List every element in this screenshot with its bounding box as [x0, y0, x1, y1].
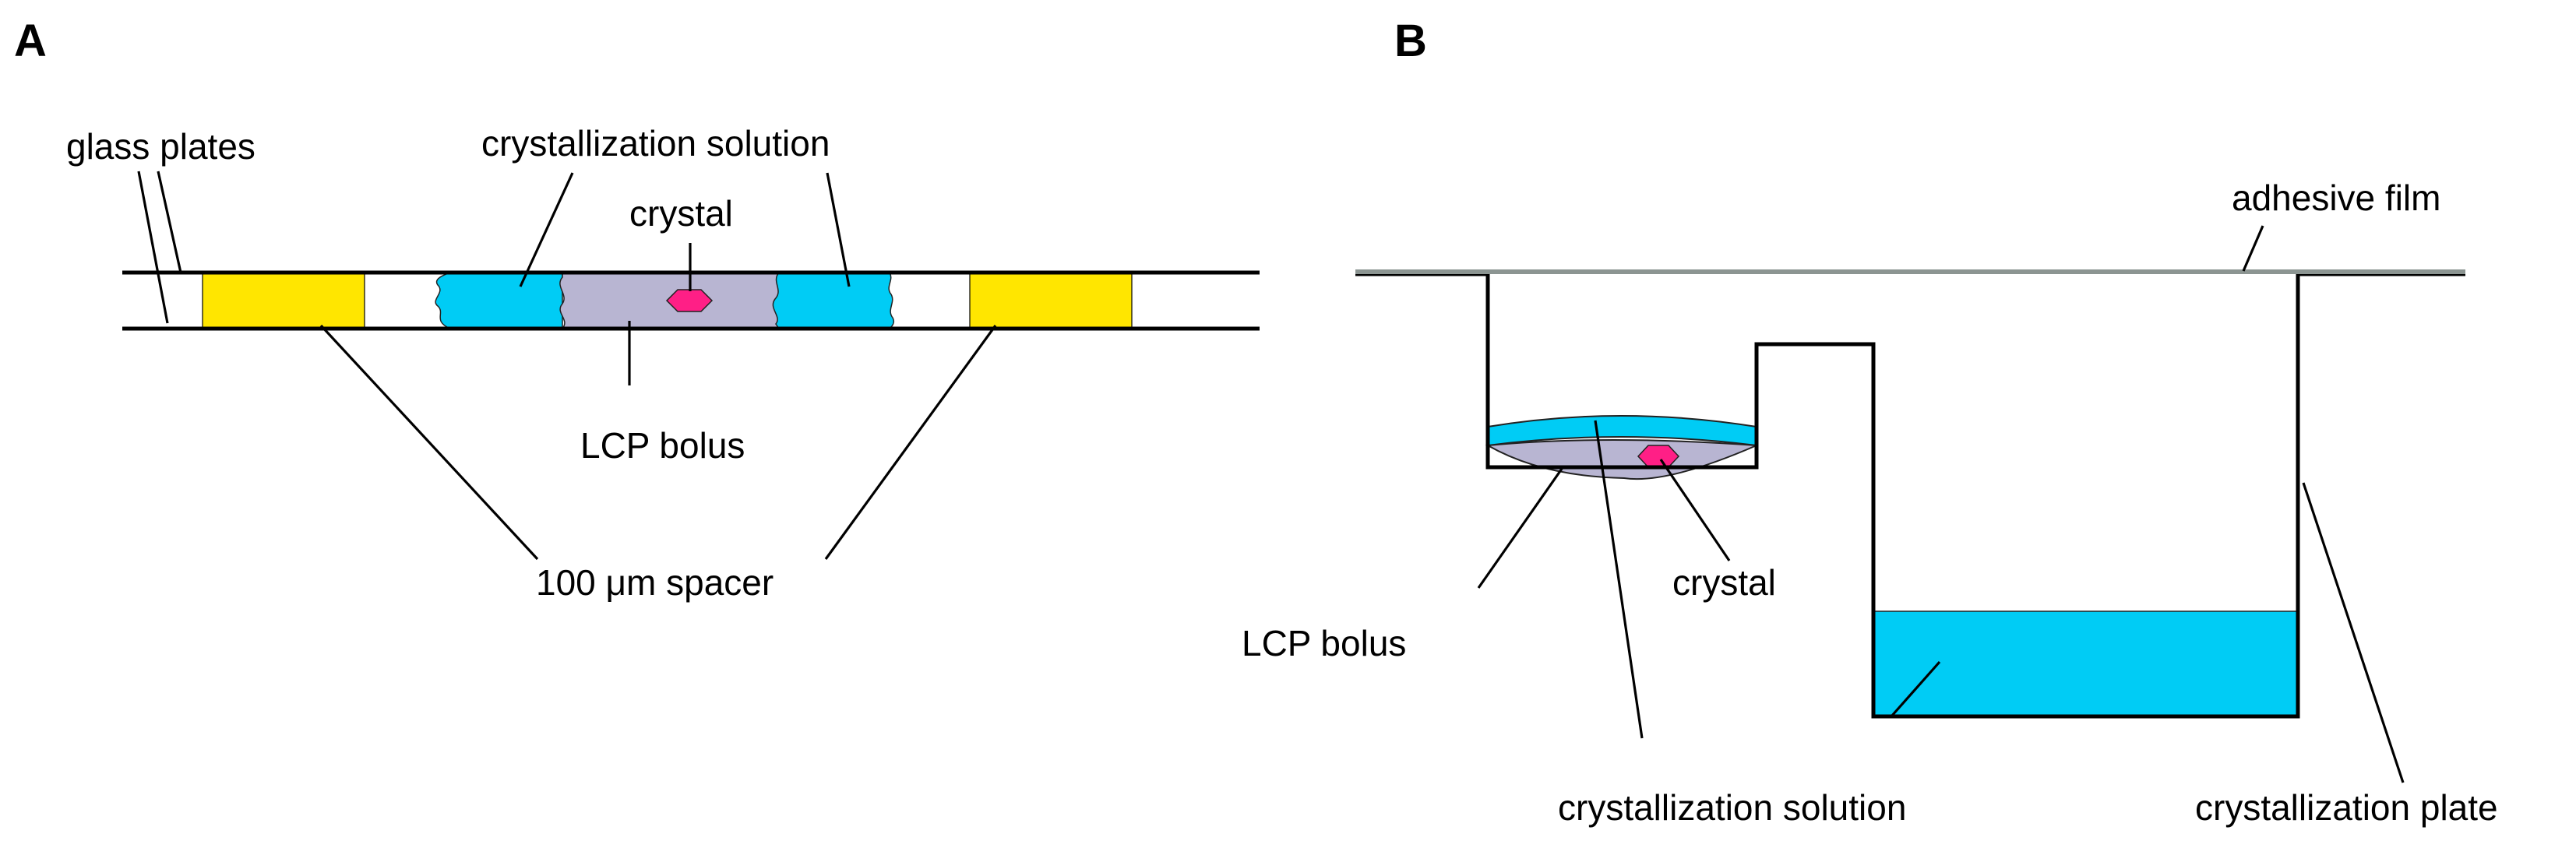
crystallization-plate-outline	[1355, 272, 2465, 719]
label-adhesive-film: adhesive film	[2232, 178, 2440, 218]
panel-b-letter: B	[1394, 16, 1427, 66]
label-crystallization-solution-b: crystallization solution	[1558, 787, 1906, 828]
lcp-bolus-b	[1485, 439, 1757, 480]
panel-b: B adhesive film crystal LCP bolus crysta…	[1242, 16, 2498, 828]
solution-right	[763, 272, 895, 329]
leader-solution-reservoir	[1890, 660, 1941, 718]
label-crystal-b: crystal	[1672, 562, 1776, 603]
label-crystallization-plate: crystallization plate	[2195, 787, 2498, 828]
label-lcp-bolus-b: LCP bolus	[1242, 623, 1406, 663]
leader-bolus-b	[1477, 468, 1563, 589]
leader-solution-drop	[1594, 420, 1644, 739]
crystal-a	[665, 289, 714, 312]
panel-a: A glass plates crystallization solution …	[14, 16, 1260, 603]
label-lcp-bolus-a: LCP bolus	[580, 425, 745, 466]
leader-spacer-right	[824, 325, 997, 560]
leader-solution-right	[826, 172, 851, 287]
leader-spacer-left	[319, 324, 539, 561]
leader-adhesive-film	[2242, 225, 2264, 272]
leader-glass-bottom	[137, 171, 169, 324]
spacer-left	[202, 272, 365, 329]
leader-crystal-b	[1659, 459, 1731, 561]
solution-left	[435, 272, 563, 329]
leader-crystallization-plate	[2302, 482, 2405, 783]
label-spacer: 100 μm spacer	[536, 562, 774, 603]
label-glass-plates: glass plates	[66, 126, 255, 167]
leader-glass-top	[157, 171, 182, 273]
spacer-right	[969, 272, 1133, 329]
panel-a-letter: A	[14, 16, 47, 66]
label-crystal-a: crystal	[629, 193, 733, 234]
leader-solution-left	[519, 172, 574, 287]
label-crystallization-solution-a: crystallization solution	[481, 123, 830, 164]
